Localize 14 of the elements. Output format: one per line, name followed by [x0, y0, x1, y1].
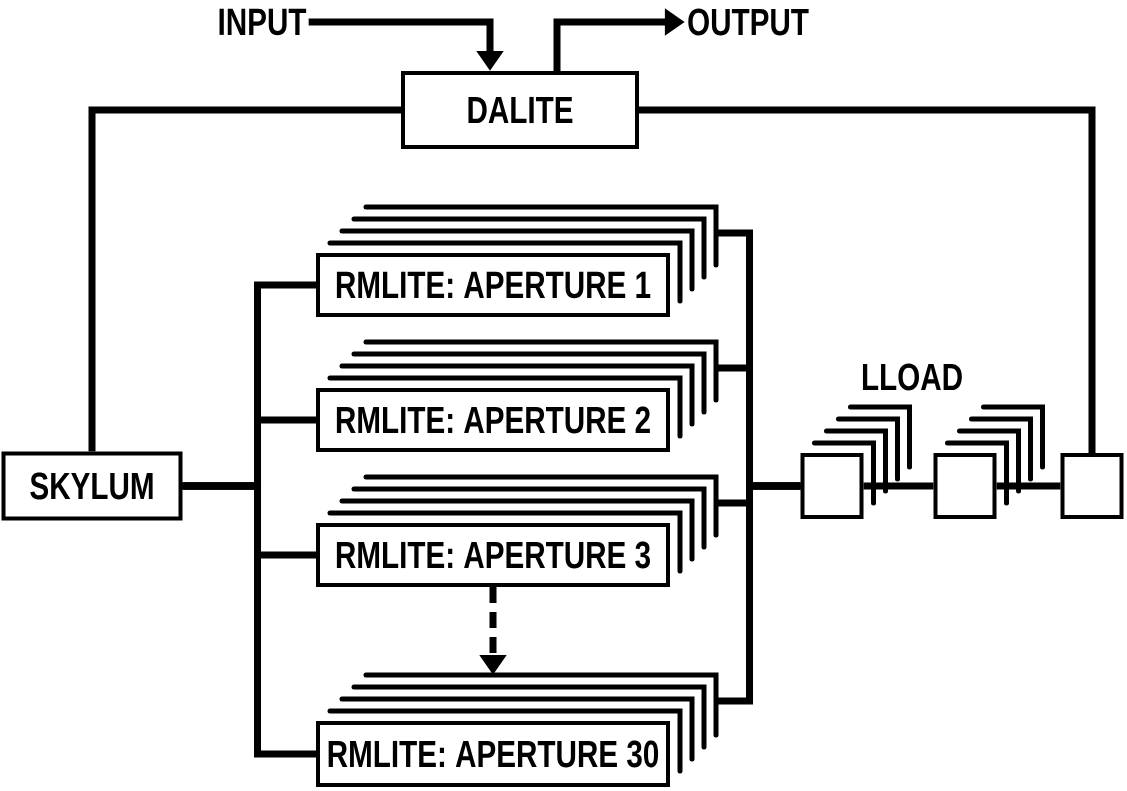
stacked-box: RMLITE: APERTURE 3	[316, 474, 719, 587]
stacked-box	[800, 404, 912, 519]
stacked-box: RMLITE: APERTURE 30	[316, 672, 719, 787]
text-label: OUTPUT	[688, 8, 809, 36]
group-label: LLOAD	[862, 363, 962, 391]
text-label: INPUT	[219, 8, 307, 36]
stacked-box: RMLITE: APERTURE 2	[316, 339, 719, 452]
process-box	[1060, 453, 1124, 519]
stacked-box	[933, 404, 1045, 519]
process-box: SKYLUM	[1, 451, 183, 521]
stacked-box: RMLITE: APERTURE 1	[316, 204, 719, 317]
process-box: DALITE	[401, 71, 639, 149]
connector-line	[182, 482, 316, 758]
connector-line	[88, 106, 401, 452]
